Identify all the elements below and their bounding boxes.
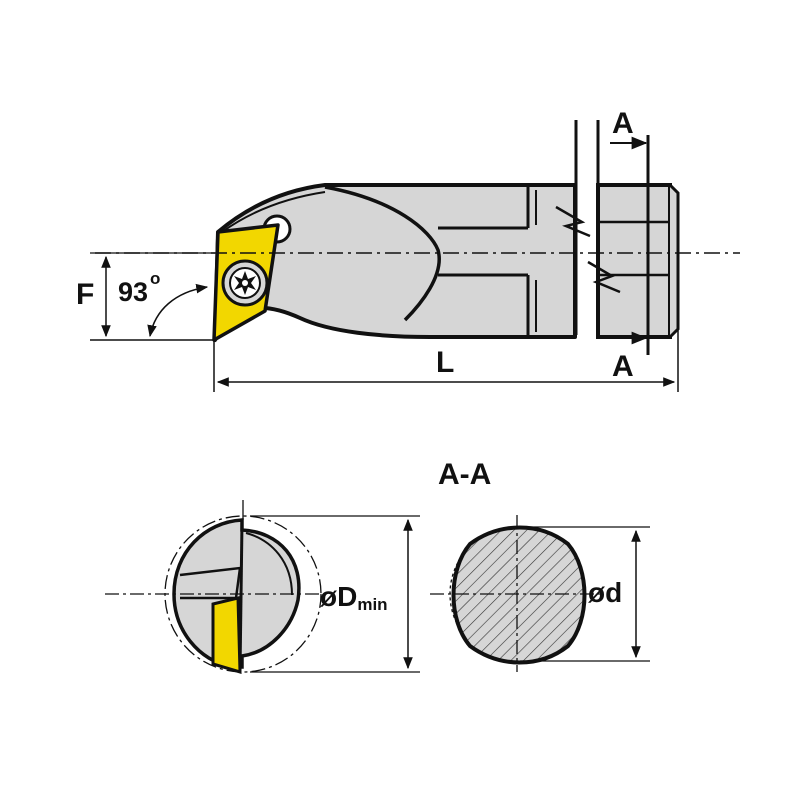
- d-label: ød: [588, 577, 622, 608]
- dmin-label: øDmin: [320, 581, 388, 614]
- hatched-section: [451, 525, 587, 665]
- head-flank-curve: [324, 185, 441, 322]
- section-label-top: A: [612, 107, 634, 140]
- section-label-bottom: A: [612, 350, 634, 383]
- height-label: F: [76, 278, 94, 311]
- torx-screw-icon: [221, 259, 269, 307]
- end-view: øDmin: [105, 500, 420, 675]
- angle-value: 93: [118, 277, 148, 307]
- dimension-height: F: [76, 252, 215, 341]
- end-view-insert: [211, 596, 242, 675]
- section-marker-a-a: A A: [610, 107, 650, 383]
- dimension-length: L: [213, 300, 679, 392]
- angle-unit: o: [150, 269, 160, 288]
- dimension-angle: 93 o: [118, 269, 209, 338]
- shank-end: [596, 183, 672, 339]
- length-label: L: [436, 346, 454, 379]
- boring-bar-side-view: [95, 120, 740, 342]
- shank-cross-section: ød: [430, 515, 650, 672]
- section-title: A-A: [438, 458, 491, 491]
